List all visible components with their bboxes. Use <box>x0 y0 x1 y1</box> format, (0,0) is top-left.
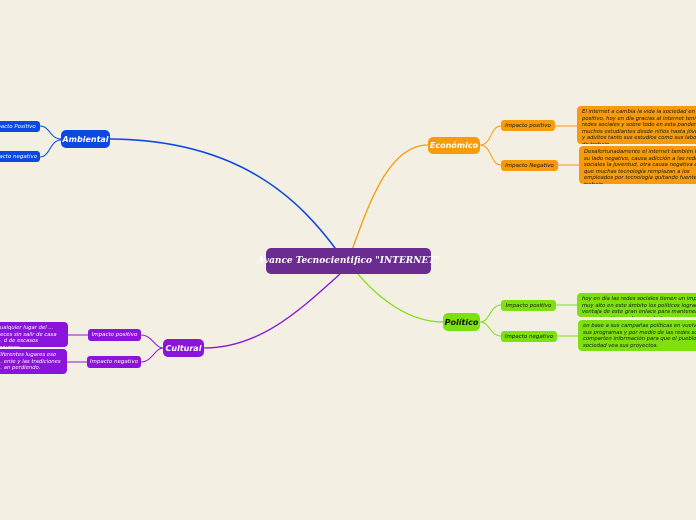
politico-negativo-text[interactable]: en base a sus campañas políticas en vuel… <box>578 320 696 351</box>
topic-cultural[interactable]: Cultural <box>163 339 204 357</box>
economico-impacto-positivo[interactable]: Impacto positivo <box>501 120 555 131</box>
link-economico-positivo <box>479 125 502 146</box>
link-cultural-negativo <box>140 347 164 363</box>
topic-politico[interactable]: Político <box>443 313 480 331</box>
link-central-politico <box>357 273 444 323</box>
link-ambiental-negativo <box>39 139 62 158</box>
cultural-negativo-text[interactable]: diferentes lugares eso ... ente y las tr… <box>0 349 67 374</box>
topic-economico[interactable]: Económico <box>428 137 480 154</box>
link-central-economico <box>351 144 429 251</box>
cultural-impacto-positivo[interactable]: Impacto positivo <box>88 329 141 341</box>
politico-positivo-text[interactable]: hoy en día las redes sociales tienen un … <box>577 293 696 317</box>
politico-impacto-negativo[interactable]: Impacto negativo <box>501 331 557 342</box>
ambiental-impacto-positivo[interactable]: Impacto Positivo <box>0 121 40 132</box>
link-cultural-positivo <box>140 334 164 349</box>
link-politico-positivo <box>479 304 502 323</box>
topic-ambiental[interactable]: Ambiental <box>61 130 110 148</box>
politico-impacto-positivo[interactable]: Impacto positivo <box>501 300 556 311</box>
central-topic[interactable]: Avance Tecnocientifico "INTERNET" <box>257 248 440 274</box>
link-economico-negativo <box>479 144 502 166</box>
economico-positivo-text[interactable]: El internet a cambia la vida la sociedad… <box>577 106 696 144</box>
link-central-cultural <box>203 273 341 349</box>
link-ambiental-positivo <box>39 125 62 140</box>
link-politico-negativo <box>479 321 502 337</box>
economico-negativo-text[interactable]: Desafortunadamente el internet también t… <box>579 146 696 184</box>
economico-impacto-negativo[interactable]: Impacto Negativo <box>501 160 558 171</box>
cultural-impacto-negativo[interactable]: Impacto negativo <box>87 356 141 368</box>
cultural-positivo-text[interactable]: cualquier lugar del ... veces sin salir … <box>0 322 68 347</box>
link-central-ambiental <box>109 138 339 253</box>
ambiental-impacto-negativo[interactable]: Impacto negativo <box>0 151 40 162</box>
